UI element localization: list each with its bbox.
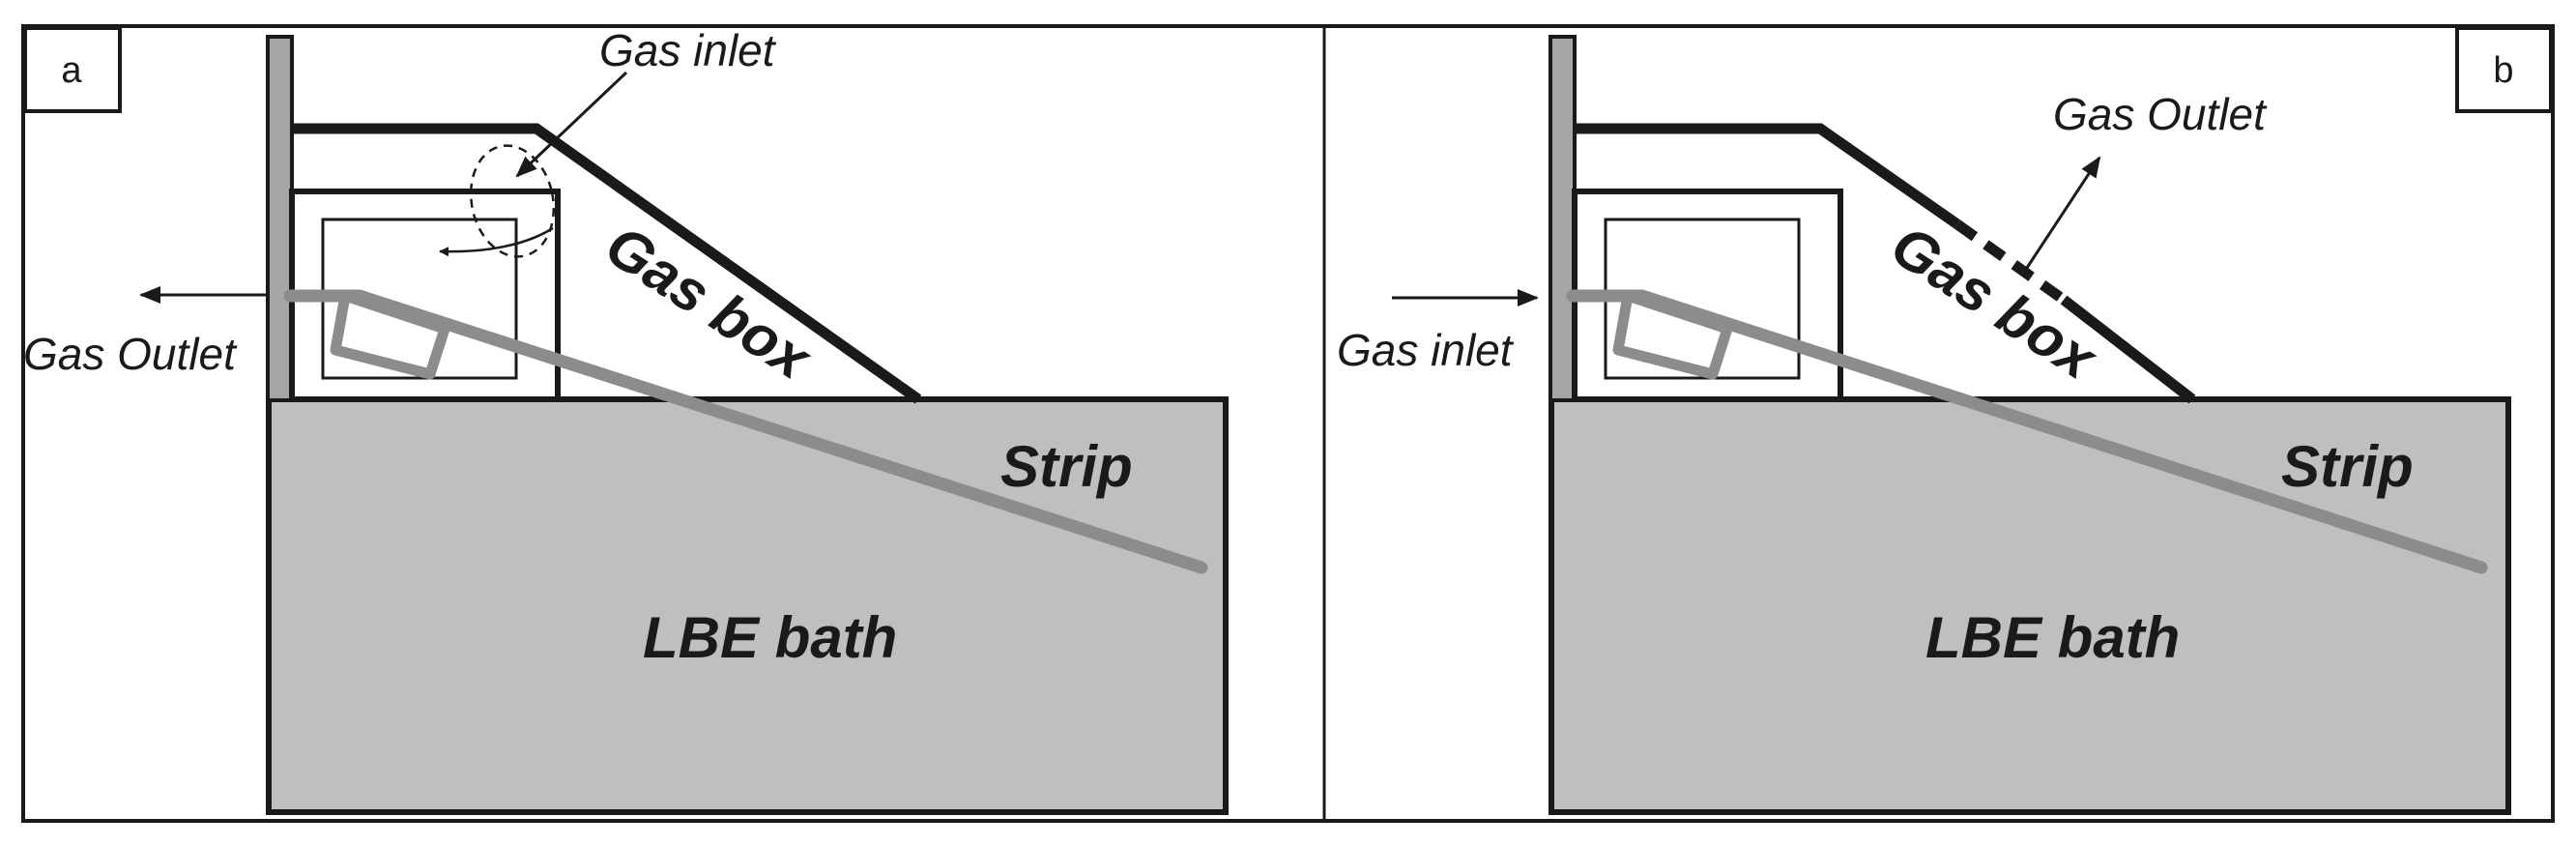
vertical-wall	[1548, 35, 1577, 402]
gas-inlet-label: Gas inlet	[1337, 325, 1515, 375]
panel-letter-box	[23, 26, 122, 113]
panel-letter: b	[2493, 50, 2513, 91]
gas-outlet-label: Gas Outlet	[2053, 89, 2268, 139]
panel-letter-box	[2455, 26, 2553, 113]
gas-box-outlet-dashes	[1954, 219, 2068, 305]
strip-guide	[1612, 290, 1733, 380]
gas-outlet-arrow	[2023, 156, 2101, 272]
strip-guide	[330, 290, 450, 380]
gas-box-lower-wall	[2060, 295, 2196, 404]
gas-inlet-swirl	[469, 144, 556, 258]
vertical-wall	[266, 35, 294, 402]
bath-label: LBE bath	[1925, 605, 2180, 670]
swirl-arrow	[439, 226, 554, 257]
gas-inlet-arrow	[515, 71, 628, 178]
gas-inlet-label: Gas inlet	[599, 25, 777, 75]
bath-label: LBE bath	[643, 605, 897, 670]
gas-box-outline	[292, 123, 922, 404]
panel-letter: a	[61, 50, 82, 91]
panel-b: b Gas inlet Gas Outlet Gas box Strip LBE…	[1337, 26, 2553, 815]
lbe-bath	[1548, 396, 2511, 815]
strip-label: Strip	[2281, 434, 2414, 499]
gas-box-outline	[1575, 123, 1961, 229]
gas-outlet-label: Gas Outlet	[23, 329, 238, 379]
strip-label: Strip	[1000, 434, 1133, 499]
lbe-bath	[266, 396, 1229, 815]
